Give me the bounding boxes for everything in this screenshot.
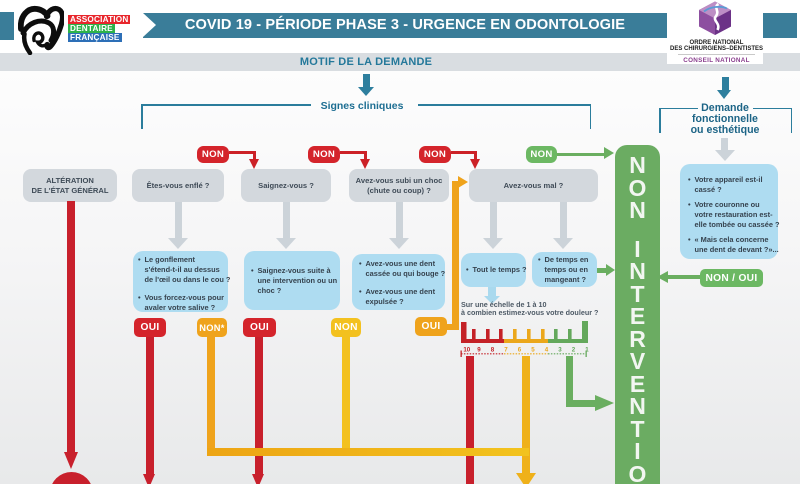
svg-text:7: 7	[504, 347, 508, 354]
svg-text:9: 9	[477, 347, 481, 354]
svg-text:10: 10	[463, 347, 470, 354]
svg-text:4: 4	[545, 347, 549, 354]
svg-text:8: 8	[491, 347, 495, 354]
svg-text:2: 2	[572, 347, 576, 354]
svg-text:1: 1	[585, 347, 589, 354]
svg-text:6: 6	[518, 347, 522, 354]
svg-text:3: 3	[558, 347, 562, 354]
svg-text:5: 5	[531, 347, 535, 354]
